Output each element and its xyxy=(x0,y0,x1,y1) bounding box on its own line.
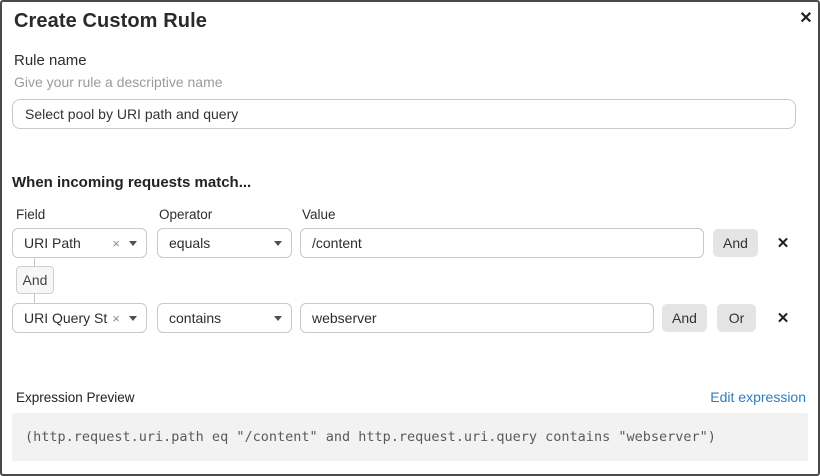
dialog-title: Create Custom Rule xyxy=(14,10,207,32)
row1-field-clear-icon[interactable]: × xyxy=(112,235,120,251)
row2-and-button[interactable]: And xyxy=(662,304,707,332)
column-label-value: Value xyxy=(302,207,336,222)
row2-value-input[interactable] xyxy=(300,303,654,333)
expression-preview-code: (http.request.uri.path eq "/content" and… xyxy=(12,413,808,461)
row2-field-clear-icon[interactable]: × xyxy=(112,310,120,326)
connector-and-chip: And xyxy=(16,266,54,294)
row1-field-value: URI Path xyxy=(24,235,81,251)
expression-text: (http.request.uri.path eq "/content" and… xyxy=(25,429,716,445)
row1-field-select[interactable]: URI Path × xyxy=(12,228,147,258)
row2-or-button[interactable]: Or xyxy=(717,304,756,332)
row2-field-select[interactable]: URI Query St... × xyxy=(12,303,147,333)
column-label-field: Field xyxy=(16,207,46,222)
chevron-down-icon xyxy=(274,315,282,321)
connector-line-bottom xyxy=(34,294,35,303)
row2-operator-value: contains xyxy=(169,310,222,326)
connector-line-top xyxy=(34,258,35,266)
rule-name-hint: Give your rule a descriptive name xyxy=(14,74,223,90)
chevron-down-icon xyxy=(129,240,137,246)
chevron-down-icon xyxy=(274,240,282,246)
row1-and-button[interactable]: And xyxy=(713,229,758,257)
close-icon[interactable]: ✕ xyxy=(799,10,813,27)
rule-name-input[interactable] xyxy=(12,99,796,129)
row1-operator-value: equals xyxy=(169,235,211,251)
row1-remove-icon[interactable]: ✕ xyxy=(776,235,790,252)
column-label-operator: Operator xyxy=(159,207,213,222)
row1-operator-select[interactable]: equals xyxy=(157,228,292,258)
rule-name-label: Rule name xyxy=(14,52,87,69)
row2-operator-select[interactable]: contains xyxy=(157,303,292,333)
expression-preview-label: Expression Preview xyxy=(16,390,135,405)
edit-expression-link[interactable]: Edit expression xyxy=(710,389,806,405)
row1-value-input[interactable] xyxy=(300,228,704,258)
row2-field-value: URI Query St... xyxy=(24,310,108,326)
row2-remove-icon[interactable]: ✕ xyxy=(776,310,790,327)
chevron-down-icon xyxy=(129,315,137,321)
match-heading: When incoming requests match... xyxy=(12,174,252,191)
